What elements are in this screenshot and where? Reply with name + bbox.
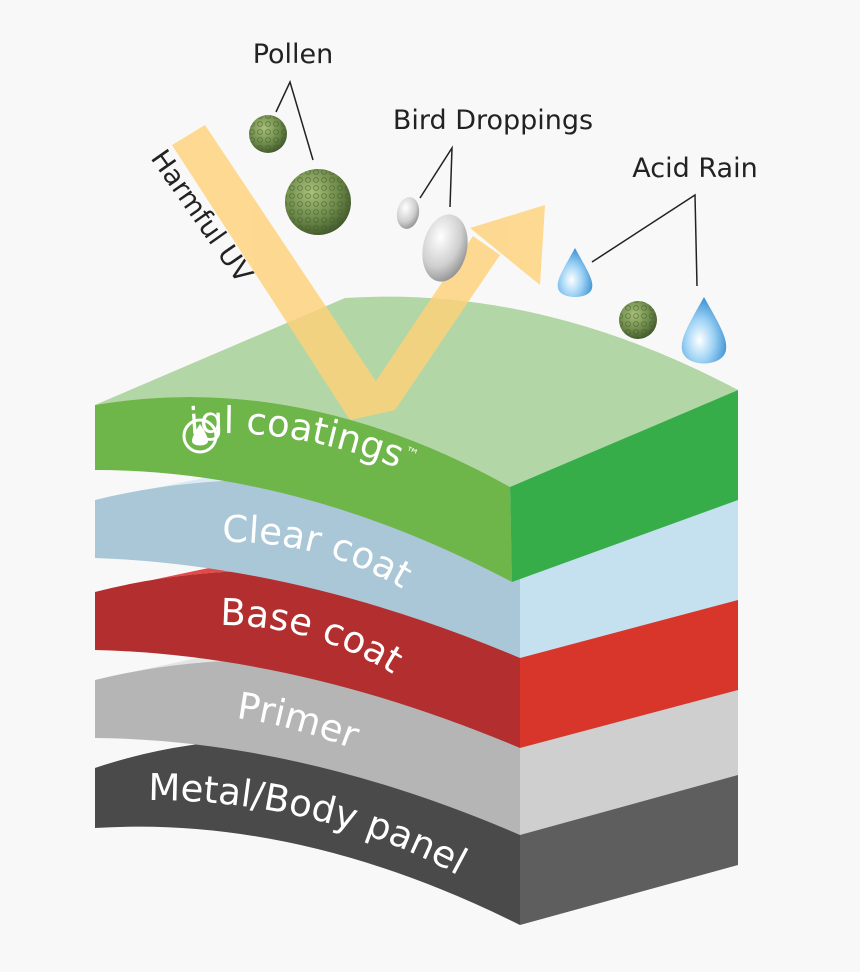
pollen-grain-small bbox=[249, 115, 287, 153]
acid-rain-drop-large bbox=[681, 297, 727, 364]
acid-rain-pointer bbox=[591, 193, 698, 287]
acid-rain-drop-small bbox=[557, 248, 593, 297]
pollen-label: Pollen bbox=[253, 39, 334, 70]
bird-droppings-label: Bird Droppings bbox=[393, 105, 593, 136]
bird-dropping-large bbox=[422, 214, 468, 282]
pollen-pointer bbox=[275, 79, 314, 161]
pollen-grain-large bbox=[285, 169, 351, 235]
bird-droppings-pointer bbox=[419, 145, 453, 208]
bird-dropping-small bbox=[396, 197, 420, 229]
igl-logo-icon bbox=[182, 418, 218, 454]
trademark-symbol: ™ bbox=[402, 444, 421, 464]
uv-arrow-head bbox=[470, 205, 545, 285]
pollen-grain-right bbox=[619, 301, 657, 339]
acid-rain-label: Acid Rain bbox=[632, 153, 757, 184]
uv-beam bbox=[172, 125, 545, 420]
